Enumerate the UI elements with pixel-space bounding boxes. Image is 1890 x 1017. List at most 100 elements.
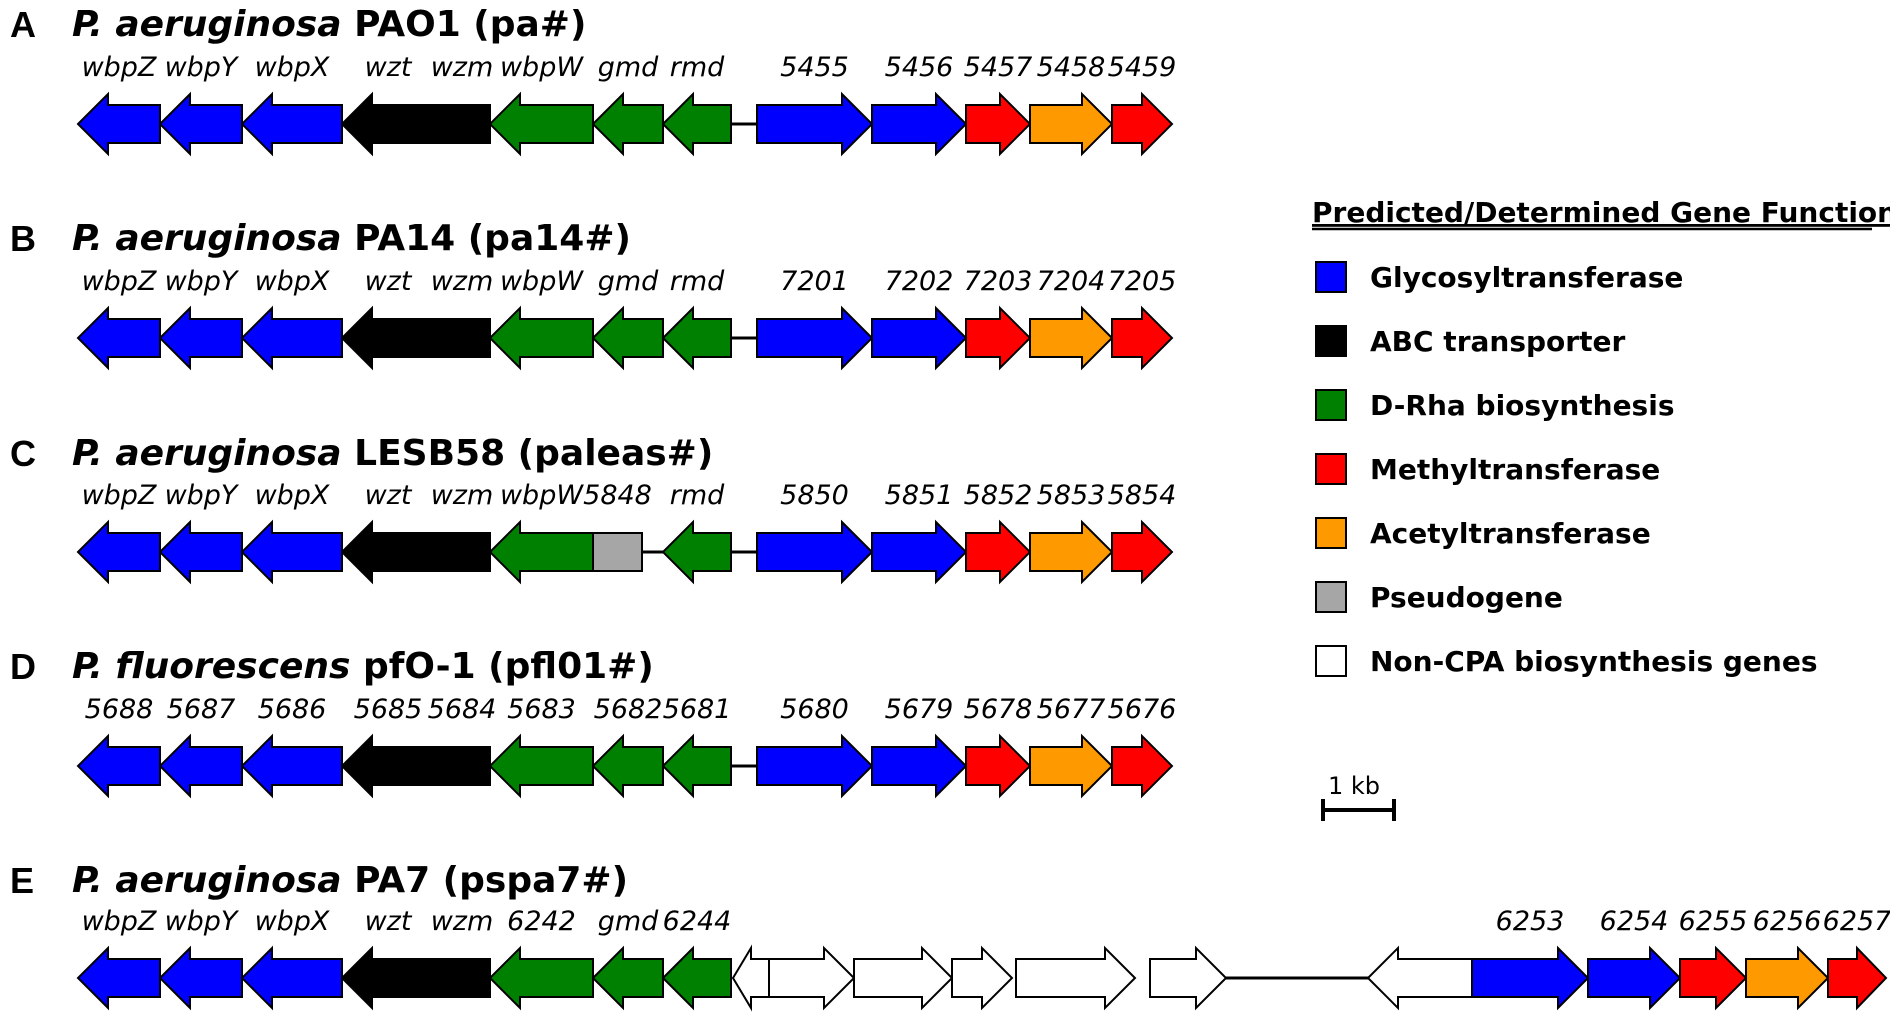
legend-label: D-Rha biosynthesis (1370, 389, 1675, 422)
gene-arrow-noncpa (1366, 945, 1473, 1011)
gene-label: 7203 (964, 266, 1033, 297)
gene-label: 5678 (964, 694, 1033, 725)
gene-label: wbpY (165, 906, 240, 937)
gene-arrow-abc (433, 958, 491, 998)
species-name: P. aeruginosa (72, 860, 342, 901)
gene-arrow-drha (661, 91, 732, 157)
gene-arrow-methyl (1111, 733, 1174, 799)
gene-arrow-glycosyltransferase (871, 305, 968, 371)
gene-label: gmd (598, 906, 659, 937)
gene-label: 5681 (663, 694, 732, 725)
gene-label: 5677 (1037, 694, 1106, 725)
gene-arrow-abc (340, 519, 435, 585)
gene-arrow-drha (488, 519, 594, 585)
gene-label: 5456 (885, 52, 954, 83)
gene-label: 5458 (1037, 52, 1106, 83)
gene-arrow-glycosyltransferase (756, 733, 874, 799)
gene-arrow-glycosyltransferase (871, 733, 968, 799)
gene-arrow-glycosyltransferase (158, 945, 243, 1011)
gene-label: 7201 (780, 266, 849, 297)
gene-label: wbpX (255, 266, 330, 297)
gene-arrow-drha (488, 945, 594, 1011)
gene-label: wbpX (255, 480, 330, 511)
legend-swatch-methyl (1315, 453, 1347, 485)
legend-swatch-pseudo (1315, 581, 1347, 613)
legend-swatch-glycosyltransferase (1315, 261, 1347, 293)
legend: Predicted/Determined Gene Function Glyco… (1312, 196, 1890, 678)
legend-label: Glycosyltransferase (1370, 261, 1683, 294)
strain-name: PA14 (pa14#) (342, 218, 631, 259)
gene-arrow-abc (433, 746, 491, 786)
gene-label: 5850 (780, 480, 849, 511)
gene-arrow-drha (591, 91, 664, 157)
gene-arrow-acetyl (1029, 519, 1114, 585)
gene-arrow-noncpa (768, 945, 856, 1011)
gene-arrow-methyl (1111, 91, 1174, 157)
gene-label: 5853 (1037, 480, 1106, 511)
gene-arrow-pseudo (592, 532, 643, 572)
gene-label: 6254 (1600, 906, 1669, 937)
gene-label: 5455 (780, 52, 849, 83)
gene-arrow-methyl (965, 305, 1032, 371)
gene-arrow-glycosyltransferase (76, 91, 161, 157)
gene-label: 5680 (780, 694, 849, 725)
gene-label: 5457 (964, 52, 1033, 83)
gene-label: gmd (598, 266, 659, 297)
gene-arrow-acetyl (1745, 945, 1830, 1011)
gene-arrow-glycosyltransferase (158, 733, 243, 799)
gene-label: 7205 (1108, 266, 1177, 297)
gene-label: 5676 (1108, 694, 1177, 725)
gene-label: wbpY (165, 266, 240, 297)
gene-label: wbpZ (82, 906, 157, 937)
gene-arrow-glycosyltransferase (76, 519, 161, 585)
gene-arrow-glycosyltransferase (76, 945, 161, 1011)
gene-arrow-drha (661, 733, 732, 799)
legend-label: Methyltransferase (1370, 453, 1660, 486)
gene-label: wbpZ (82, 52, 157, 83)
gene-arrow-abc (433, 104, 491, 144)
gene-label: wbpW (500, 480, 584, 511)
gene-label: wbpY (165, 480, 240, 511)
gene-label: 5683 (507, 694, 576, 725)
strain-name: pfO-1 (pfl01#) (350, 646, 653, 687)
panel-title: P. aeruginosa PA7 (pspa7#) (72, 860, 628, 901)
gene-arrow-acetyl (1029, 305, 1114, 371)
gene-label: 5852 (964, 480, 1033, 511)
scale-bar-label: 1 kb (1328, 772, 1380, 800)
gene-arrow-glycosyltransferase (240, 519, 343, 585)
gene-arrow-glycosyltransferase (76, 305, 161, 371)
gene-arrow-glycosyltransferase (756, 91, 874, 157)
gene-label: 6244 (663, 906, 732, 937)
gene-arrow-abc (340, 91, 435, 157)
gene-label: gmd (598, 52, 659, 83)
strain-name: PA7 (pspa7#) (342, 860, 628, 901)
gene-label: 5687 (167, 694, 236, 725)
gene-arrow-glycosyltransferase (240, 305, 343, 371)
gene-arrow-glycosyltransferase (756, 305, 874, 371)
gene-arrow-methyl (1827, 945, 1888, 1011)
gene-label: wbpW (500, 52, 584, 83)
gene-arrow-glycosyltransferase (76, 733, 161, 799)
legend-label: Pseudogene (1370, 581, 1563, 614)
gene-arrow-drha (488, 91, 594, 157)
gene-label: 5688 (85, 694, 154, 725)
gene-arrow-glycosyltransferase (240, 733, 343, 799)
gene-label: wzm (431, 266, 494, 297)
legend-swatch-acetyl (1315, 517, 1347, 549)
gene-arrow-abc (433, 318, 491, 358)
gene-arrow-abc (433, 532, 491, 572)
panel-letter: E (10, 860, 34, 901)
legend-swatch-abc (1315, 325, 1347, 357)
gene-label: 6257 (1823, 906, 1890, 937)
panel-letter: B (10, 218, 36, 259)
strain-name: LESB58 (paleas#) (342, 433, 714, 474)
gene-arrow-glycosyltransferase (240, 91, 343, 157)
gene-arrow-methyl (1679, 945, 1748, 1011)
strain-name: PAO1 (pa#) (342, 4, 587, 45)
gene-arrow-drha (661, 519, 732, 585)
gene-arrow-acetyl (1029, 91, 1114, 157)
